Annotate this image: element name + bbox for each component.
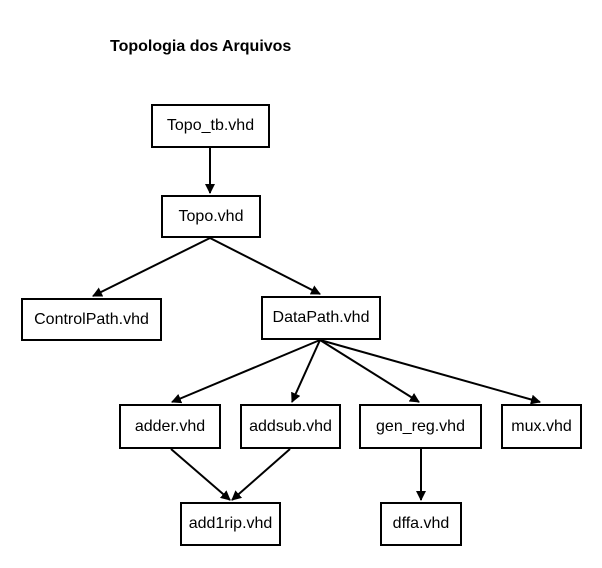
edge-topo-to-controlpath — [92, 237, 211, 297]
node-gen-reg: gen_reg.vhd — [359, 404, 482, 449]
edge-datapath-to-addsub — [291, 339, 321, 403]
edge-adder-to-add1rip — [170, 448, 231, 501]
node-adder: adder.vhd — [119, 404, 221, 449]
node-datapath: DataPath.vhd — [261, 296, 381, 340]
edge-datapath-to-adder — [171, 339, 321, 404]
node-addsub: addsub.vhd — [240, 404, 341, 449]
node-controlpath: ControlPath.vhd — [21, 298, 162, 341]
diagram-title: Topologia dos Arquivos — [110, 38, 292, 55]
node-add1rip: add1rip.vhd — [180, 502, 281, 546]
node-topo: Topo.vhd — [161, 195, 261, 238]
edge-topo-to-datapath — [209, 237, 321, 295]
edge-addsub-to-add1rip — [231, 448, 291, 501]
edge-datapath-to-mux — [319, 339, 541, 405]
node-topo-tb: Topo_tb.vhd — [151, 104, 270, 148]
node-mux: mux.vhd — [501, 404, 582, 449]
edge-datapath-to-genreg — [319, 339, 420, 403]
node-dffa: dffa.vhd — [380, 502, 462, 546]
